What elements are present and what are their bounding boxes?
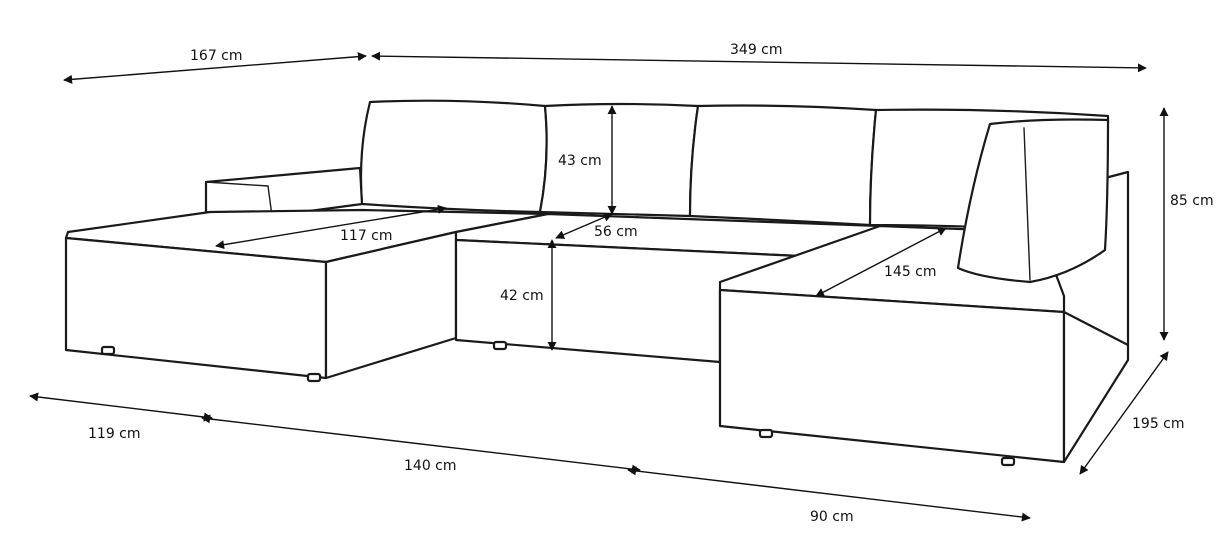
- dim-arrow-90: [627, 466, 1031, 522]
- dim-arrow-167: [63, 52, 367, 84]
- label-43: 43 cm: [558, 153, 602, 169]
- label-117: 117 cm: [340, 228, 393, 244]
- dim-arrow-140: [201, 414, 641, 474]
- dim-arrow-145: [815, 227, 947, 297]
- label-195: 195 cm: [1132, 416, 1185, 432]
- dim-arrow-56: [555, 213, 613, 239]
- left-chaise-front: [64, 236, 328, 380]
- label-56: 56 cm: [594, 224, 638, 240]
- foot-3: [492, 340, 508, 351]
- back-cushion-1: [359, 99, 548, 214]
- label-119: 119 cm: [88, 426, 141, 442]
- back-cushion-3: [688, 104, 878, 227]
- label-167: 167 cm: [190, 48, 243, 64]
- dim-arrow-119: [29, 392, 213, 422]
- label-42: 42 cm: [500, 288, 544, 304]
- dim-arrow-117: [215, 204, 447, 250]
- label-90: 90 cm: [810, 509, 854, 525]
- side-cushion: [956, 118, 1110, 284]
- dim-arrow-195: [1079, 351, 1169, 475]
- dimension-labels: 167 cm 349 cm 85 cm 195 cm 119 cm 140 cm…: [88, 42, 1214, 525]
- label-145: 145 cm: [884, 264, 937, 280]
- left-armrest: [204, 166, 364, 218]
- dim-arrow-349: [371, 51, 1147, 73]
- label-85: 85 cm: [1170, 193, 1214, 209]
- foot-1: [100, 345, 116, 356]
- label-140: 140 cm: [404, 458, 457, 474]
- dimension-lines: [29, 51, 1169, 522]
- foot-2: [306, 372, 322, 383]
- foot-4: [758, 428, 774, 439]
- foot-5: [1000, 456, 1016, 467]
- label-349: 349 cm: [730, 42, 783, 58]
